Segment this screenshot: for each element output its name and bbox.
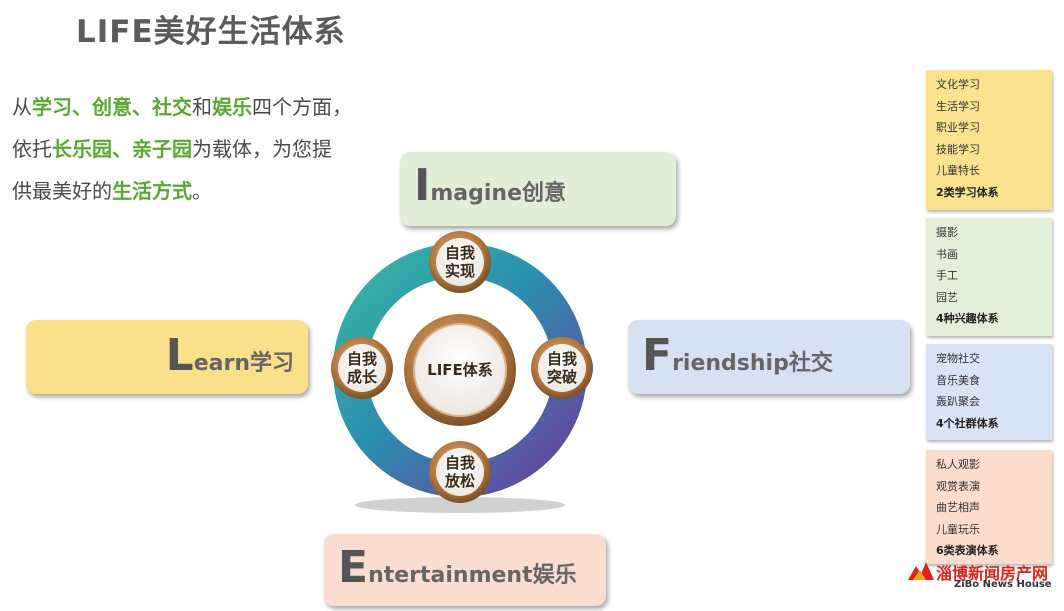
list-item: 文化学习 — [936, 78, 980, 91]
node-left-line1: 自我 — [347, 350, 377, 368]
list-summary: 4个社群体系 — [936, 416, 999, 430]
sidebar-box-interest: 摄影 书画 手工 园艺 4种兴趣体系 — [926, 218, 1052, 336]
learn-label: earn学习 — [193, 351, 294, 376]
sidebar-box-social: 宠物社交 音乐美食 轰趴聚会 4个社群体系 — [926, 344, 1052, 440]
center-label: LIFE体系 — [427, 361, 493, 379]
diagram-shadow — [355, 497, 565, 513]
list-item: 宠物社交 — [936, 352, 980, 365]
list-item: 生活学习 — [936, 99, 980, 113]
imagine-panel: Imagine创意 — [400, 152, 676, 226]
list-item: 书画 — [936, 247, 958, 261]
list-summary: 6类表演体系 — [936, 544, 999, 558]
list-item: 轰趴聚会 — [936, 395, 980, 409]
list-item: 职业学习 — [936, 121, 980, 135]
list-summary: 2类学习体系 — [936, 185, 999, 199]
friendship-label: riendship社交 — [672, 351, 833, 376]
list-item: 手工 — [936, 269, 958, 283]
list-item: 观赏表演 — [936, 479, 980, 493]
learn-panel: Learn学习 — [26, 320, 308, 394]
node-bottom-line2: 放松 — [444, 472, 475, 490]
list-item: 园艺 — [936, 290, 958, 304]
sidebar-box-performance: 私人观影 观赏表演 曲艺相声 儿童玩乐 6类表演体系 — [926, 450, 1052, 564]
sidebar-box-learning: 文化学习 生活学习 职业学习 技能学习 儿童特长 2类学习体系 — [926, 70, 1052, 210]
house-logo-icon — [908, 562, 934, 580]
imagine-label: magine创意 — [430, 181, 567, 206]
list-item: 私人观影 — [936, 458, 980, 471]
node-right: 自我 突破 — [531, 337, 593, 399]
list-item: 儿童玩乐 — [936, 522, 980, 536]
list-item: 摄影 — [936, 226, 958, 239]
friendship-panel: Friendship社交 — [628, 320, 910, 394]
list-item: 儿童特长 — [936, 164, 980, 178]
list-summary: 4种兴趣体系 — [936, 312, 999, 326]
entertainment-label: ntertainment娱乐 — [368, 563, 577, 588]
list-item: 音乐美食 — [936, 373, 980, 387]
entertainment-initial: E — [338, 542, 369, 593]
life-cycle-diagram: LIFE体系 自我 实现 自我 成长 自我 突破 自我 放松 — [331, 231, 593, 513]
node-top: 自我 实现 — [429, 231, 491, 293]
watermark-brand: 淄博新闻房产网 — [936, 564, 1049, 583]
page-title: LIFE美好生活体系 — [76, 14, 346, 50]
node-right-line2: 突破 — [547, 368, 577, 386]
node-left: 自我 成长 — [331, 337, 393, 399]
list-item: 曲艺相声 — [936, 501, 980, 515]
friendship-initial: F — [642, 330, 673, 381]
node-bottom: 自我 放松 — [429, 441, 491, 503]
node-top-line1: 自我 — [445, 244, 475, 262]
node-bottom-line1: 自我 — [445, 454, 475, 472]
entertainment-panel: Entertainment娱乐 — [324, 534, 606, 606]
intro-text: 从学习、创意、社交和娱乐四个方面， 依托长乐园、亲子园为载体，为您提 供最美好的… — [12, 95, 352, 203]
node-right-line1: 自我 — [547, 350, 577, 368]
node-top-line2: 实现 — [445, 262, 475, 280]
node-left-line2: 成长 — [347, 368, 378, 386]
list-item: 技能学习 — [936, 142, 980, 156]
learn-initial: L — [165, 330, 194, 381]
imagine-initial: I — [414, 160, 431, 211]
watermark-subtitle: ZiBo News House — [954, 579, 1052, 590]
center-hub: LIFE体系 — [404, 314, 516, 426]
